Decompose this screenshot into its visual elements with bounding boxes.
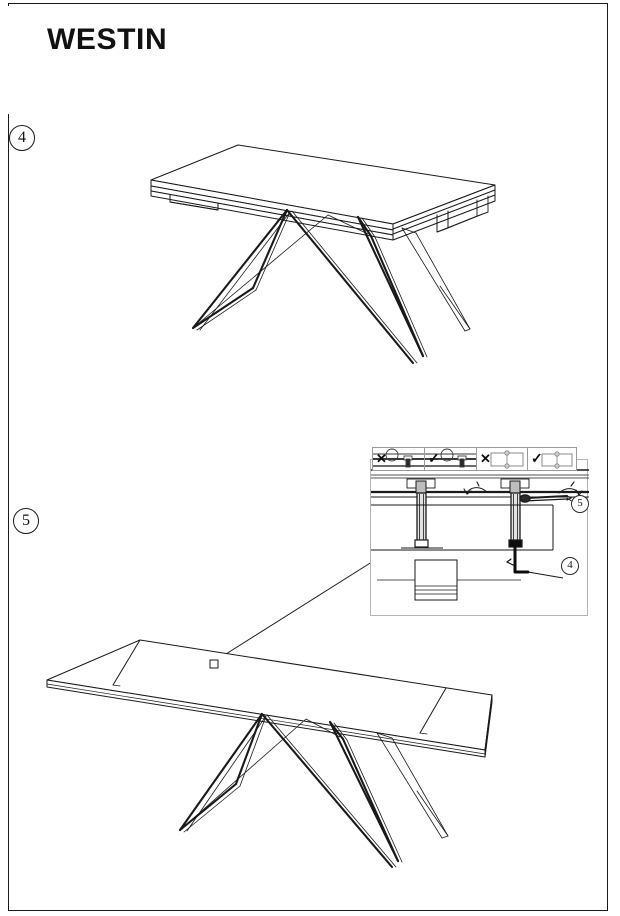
illustration-closed-table <box>140 138 530 365</box>
x-mark-icon: ✕ <box>376 451 387 466</box>
brand-logo: WESTIN <box>47 23 168 56</box>
comparison-cell-correct-bracket: ✓ <box>528 448 576 470</box>
x-mark-icon: ✕ <box>480 451 491 466</box>
step-marker-4: 4 <box>9 125 35 151</box>
detail-ref-4: 4 <box>561 557 579 575</box>
illustration-extended-table <box>40 625 585 870</box>
comparison-cell-correct-rail: ✓ <box>425 448 477 470</box>
comparison-cell-wrong-bracket: ✕ <box>477 448 528 470</box>
check-mark-icon: ✓ <box>428 450 440 466</box>
comparison-strip: ✕ ✓ <box>372 447 577 471</box>
step-marker-5: 5 <box>13 508 39 534</box>
frame-mask <box>0 6 30 114</box>
detail-ref-5: 5 <box>571 495 589 513</box>
comparison-cell-wrong-rail: ✕ <box>373 448 425 470</box>
check-mark-icon: ✓ <box>531 450 543 466</box>
latch-detail-callout <box>370 459 589 616</box>
